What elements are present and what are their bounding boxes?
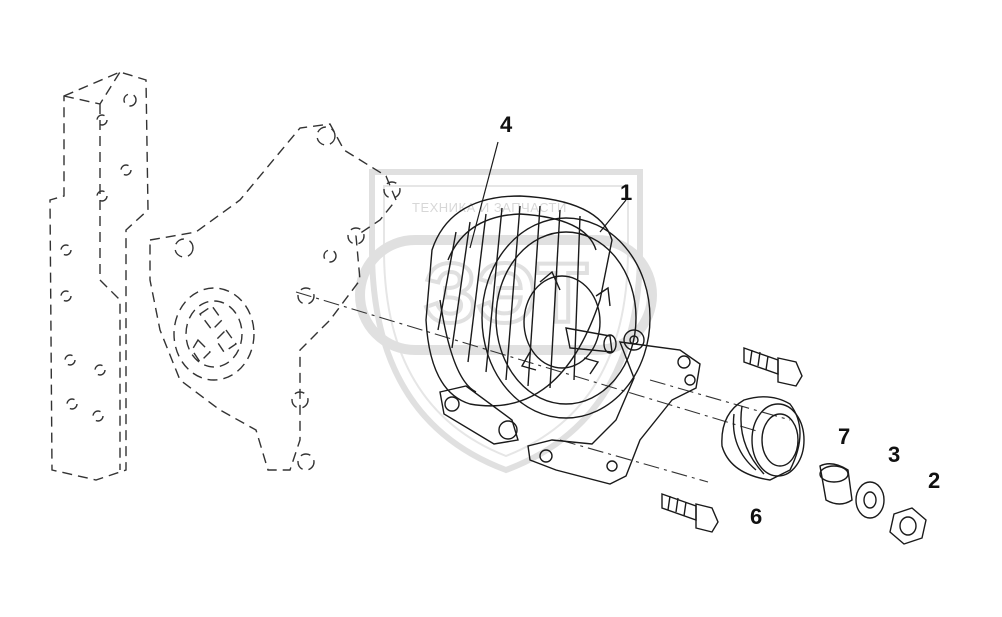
callout-6: 6 [750,504,762,529]
bolt-lower [661,493,719,533]
washer [855,481,885,519]
assembly-axis-lines [295,291,791,483]
watermark-shield: ТЕХНИКА И ЗАПЧАСТИ ЗЭТ [355,169,657,474]
mounting-plate [527,341,701,485]
alternator-body [425,195,651,445]
callout-leaders [469,141,627,249]
engine-front-housing [149,123,401,471]
callout-3: 3 [888,442,900,467]
bolt-upper [743,347,803,387]
callout-1: 1 [620,180,632,205]
engine-mount-bracket [49,71,149,481]
watermark-text: ТЕХНИКА И ЗАПЧАСТИ [412,200,567,215]
hex-nut [889,507,927,545]
callout-4: 4 [500,112,513,137]
pulley-sleeve [819,463,853,505]
callout-7: 7 [838,424,850,449]
callout-2: 2 [928,468,940,493]
alternator-pulley [721,396,805,481]
